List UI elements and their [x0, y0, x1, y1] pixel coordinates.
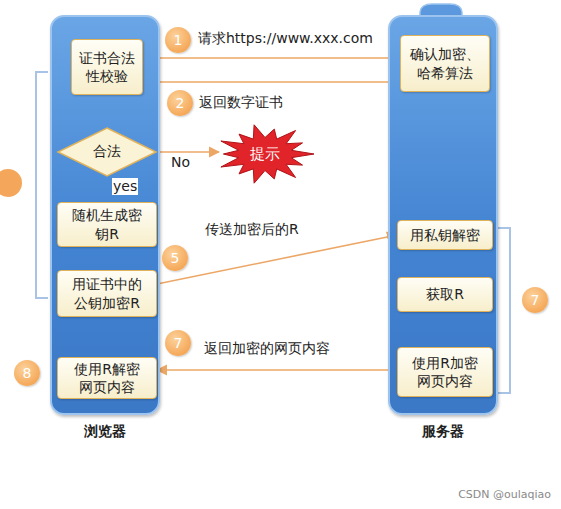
node-text: 用私钥解密	[410, 226, 480, 244]
process-box: 使用R加密网页内容	[397, 347, 493, 397]
node-text: 用证书中的公钥加密R	[69, 275, 145, 311]
flow-arrow	[143, 81, 400, 83]
edge-label: 传送加密后的R	[204, 221, 300, 238]
process-box: 用私钥解密	[397, 220, 493, 250]
process-box: 使用R解密网页内容	[57, 357, 157, 399]
edge-label: 返回数字证书	[198, 94, 284, 111]
process-box: 证书合法性校验	[71, 39, 143, 95]
edge-label: yes	[112, 178, 138, 195]
star-shape	[221, 125, 314, 183]
diamond-shape	[58, 128, 156, 176]
callout-number: 2	[167, 90, 193, 116]
flow-arrow	[157, 151, 219, 153]
callout-number: 8	[14, 360, 40, 386]
flow-arrow	[157, 235, 397, 284]
process-box: 用证书中的公钥加密R	[57, 270, 157, 317]
flow-arrow	[157, 369, 397, 371]
node-text: 证书合法性校验	[75, 49, 139, 85]
node-text: 使用R解密网页内容	[69, 360, 145, 396]
process-box: 确认加密、哈希算法	[400, 35, 490, 92]
flow-arrow	[143, 57, 400, 59]
browser-panel: 浏览器证书合法性校验合法随机生成密钥R用证书中的公钥加密R使用R解密网页内容	[50, 15, 160, 415]
node-text: 合法	[93, 143, 121, 161]
edge-label: 请求https://www.xxx.com	[197, 30, 374, 47]
panel-title: 浏览器	[42, 423, 168, 441]
callout-number: 7	[522, 287, 548, 313]
decision-diamond: 合法	[57, 127, 157, 177]
panel-title: 服务器	[380, 423, 506, 441]
process-box: 随机生成密钥R	[57, 202, 157, 247]
right-bracket	[497, 228, 510, 393]
edge-label: No	[170, 154, 191, 171]
cut-callout-circle	[0, 169, 22, 197]
node-text: 提示	[250, 145, 280, 164]
callout-number: 5	[162, 245, 188, 271]
node-text: 获取R	[426, 285, 464, 303]
left-bracket	[36, 72, 48, 298]
warning-star: 提示	[215, 123, 315, 185]
server-panel: 服务器确认加密、哈希算法用私钥解密获取R使用R加密网页内容	[388, 15, 498, 415]
node-text: 使用R加密网页内容	[408, 354, 482, 390]
edge-label: 返回加密的网页内容	[203, 340, 331, 357]
callout-number: 7	[165, 330, 191, 356]
node-text: 随机生成密钥R	[69, 206, 145, 242]
watermark: CSDN @oulaqiao	[458, 488, 551, 501]
node-text: 确认加密、哈希算法	[407, 45, 483, 81]
process-box: 获取R	[397, 277, 493, 312]
callout-number: 1	[165, 27, 191, 53]
